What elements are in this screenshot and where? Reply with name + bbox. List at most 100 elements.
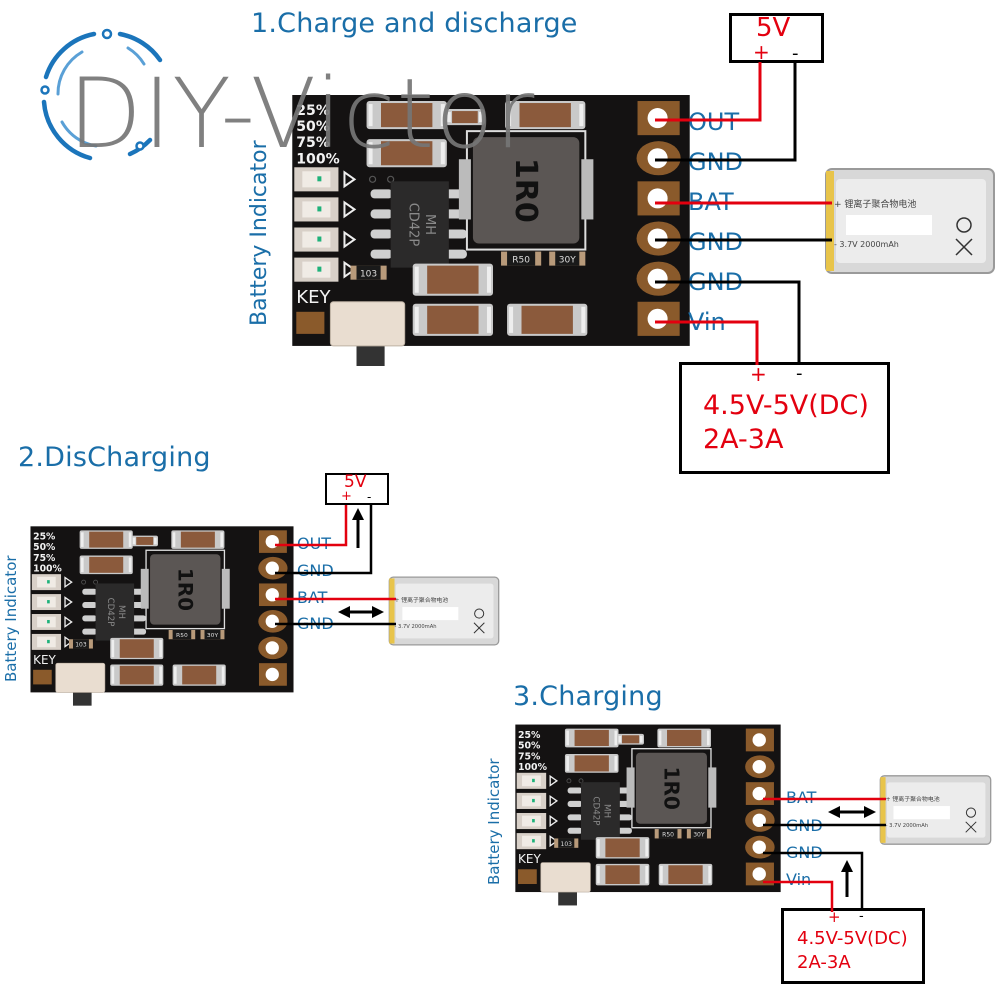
minus-terminal-label: -: [367, 490, 372, 504]
circuit-ring-logo-icon: [40, 28, 163, 161]
output-5v-box-1: 5V + -: [729, 13, 824, 64]
indicator-led: [516, 792, 547, 809]
inductor-1r0: 1R0: [140, 549, 230, 630]
smd-capacitor: [110, 664, 164, 686]
via: [81, 579, 87, 585]
certification-icon: [474, 608, 485, 619]
smd-capacitor: [412, 303, 494, 336]
battery-text-line1: + 锂离子聚合物电池: [834, 198, 916, 210]
pin-hole: [265, 561, 279, 575]
input-supply-box-3: + - 4.5V-5V(DC) 2A-3A: [781, 908, 925, 984]
certification-icon: [956, 217, 972, 233]
smd-resistor: R50: [501, 251, 542, 266]
pin-hole: [647, 188, 668, 209]
smd-capacitor: [564, 728, 619, 748]
recycle-bin-crossed-icon: [473, 622, 485, 634]
battery-label-blank: [402, 607, 459, 621]
pin-label-gnd: GND: [297, 561, 334, 580]
pin-hole: [265, 588, 279, 602]
recycle-bin-crossed-icon: [965, 821, 977, 833]
indicator-led: [31, 633, 62, 650]
indicator-led: [294, 167, 339, 192]
key-pad: [296, 311, 325, 334]
pin-hole: [752, 813, 766, 828]
chip-marking: MH: [116, 605, 126, 619]
inductor-marking: 1R0: [660, 766, 684, 809]
indicator-led: [31, 574, 62, 591]
input-voltage-label: 4.5V-5V(DC): [797, 928, 908, 949]
smd-capacitor: [564, 754, 619, 773]
pin-hole: [647, 228, 668, 249]
smd-capacitor: [595, 863, 650, 886]
level-label: 50%: [296, 119, 330, 135]
slide-switch-knob: [72, 691, 92, 706]
smd-resistor: 30Y: [200, 629, 225, 639]
resistor-marking: 103: [561, 841, 573, 848]
slide-switch: [329, 301, 406, 347]
key-pad: [33, 669, 52, 685]
input-current-label: 2A-3A: [797, 952, 851, 973]
level-arrow-icon: [343, 230, 357, 249]
recycle-bin-crossed-icon: [955, 238, 973, 256]
level-label: 25%: [518, 730, 541, 741]
level-arrow-icon: [64, 596, 73, 608]
battery-text-line1: + 锂离子聚合物电池: [395, 596, 449, 604]
battery-text-line2: - 3.7V 2000mAh: [886, 823, 929, 829]
section-2-title: 2.DisCharging: [18, 442, 211, 473]
resistor-marking: 30Y: [559, 256, 576, 266]
section-3-title: 3.Charging: [513, 681, 663, 712]
level-arrow-icon: [343, 260, 357, 279]
smd-capacitor: [505, 101, 586, 130]
smd-capacitor: [412, 263, 494, 296]
input-supply-box-1: + - 4.5V-5V(DC) 2A-3A: [679, 362, 890, 474]
pin-hole: [752, 733, 766, 747]
level-label: 100%: [296, 151, 339, 167]
slide-switch: [540, 862, 591, 893]
output-5v-box-2: 5V + -: [325, 473, 389, 505]
indicator-led: [294, 197, 339, 222]
smd-resistor: 30Y: [686, 829, 711, 839]
level-arrow-icon: [64, 635, 73, 648]
resistor-marking: R50: [662, 831, 674, 838]
pin-hole: [752, 786, 766, 801]
pin-label-gnd: GND: [297, 614, 334, 633]
smd-resistor: 103: [350, 265, 387, 280]
level-label: 100%: [33, 563, 62, 574]
inductor-marking: 1R0: [174, 568, 197, 611]
pin-hole: [752, 867, 766, 881]
battery-indicator-label-3: Battery Indicator: [485, 758, 503, 885]
indicator-led: [516, 772, 547, 789]
watermark-text: DIY-Victor: [68, 58, 536, 170]
pin-label-gnd: GND: [688, 148, 744, 176]
battery-label-blank: [846, 215, 932, 235]
battery-label-blank: [893, 806, 950, 820]
chip-marking: CD42P: [105, 598, 115, 627]
level-arrow-icon: [549, 774, 559, 787]
smd-capacitor: [110, 637, 164, 660]
battery-tab-edge: [826, 171, 834, 271]
level-label: 75%: [33, 553, 55, 564]
lipo-battery-2: + 锂离子聚合物电池- 3.7V 2000mAh: [388, 576, 500, 646]
via: [566, 778, 572, 784]
slide-switch: [55, 662, 106, 693]
resistor-marking: R50: [512, 256, 530, 266]
pin-label-gnd: GND: [688, 268, 744, 296]
smd-resistor: 103: [554, 838, 579, 848]
smd-resistor: R50: [168, 629, 196, 639]
level-label: 75%: [296, 135, 330, 151]
pin-hole: [647, 148, 668, 169]
resistor-marking: 103: [360, 270, 377, 280]
pin-hole: [265, 614, 279, 628]
plus-terminal-label: +: [750, 362, 767, 386]
smd-capacitor: [366, 139, 447, 168]
input-voltage-label: 4.5V-5V(DC): [703, 390, 869, 421]
smd-resistor: R50: [654, 829, 682, 839]
inductor-1r0: 1R0: [626, 748, 717, 829]
pin-label-bat: BAT: [297, 588, 328, 607]
indicator-led: [516, 833, 547, 850]
pin-label-gnd: GND: [786, 816, 823, 835]
pin-hole: [647, 308, 668, 329]
pin-hole: [265, 534, 279, 549]
smd-resistor: 30Y: [549, 251, 586, 266]
